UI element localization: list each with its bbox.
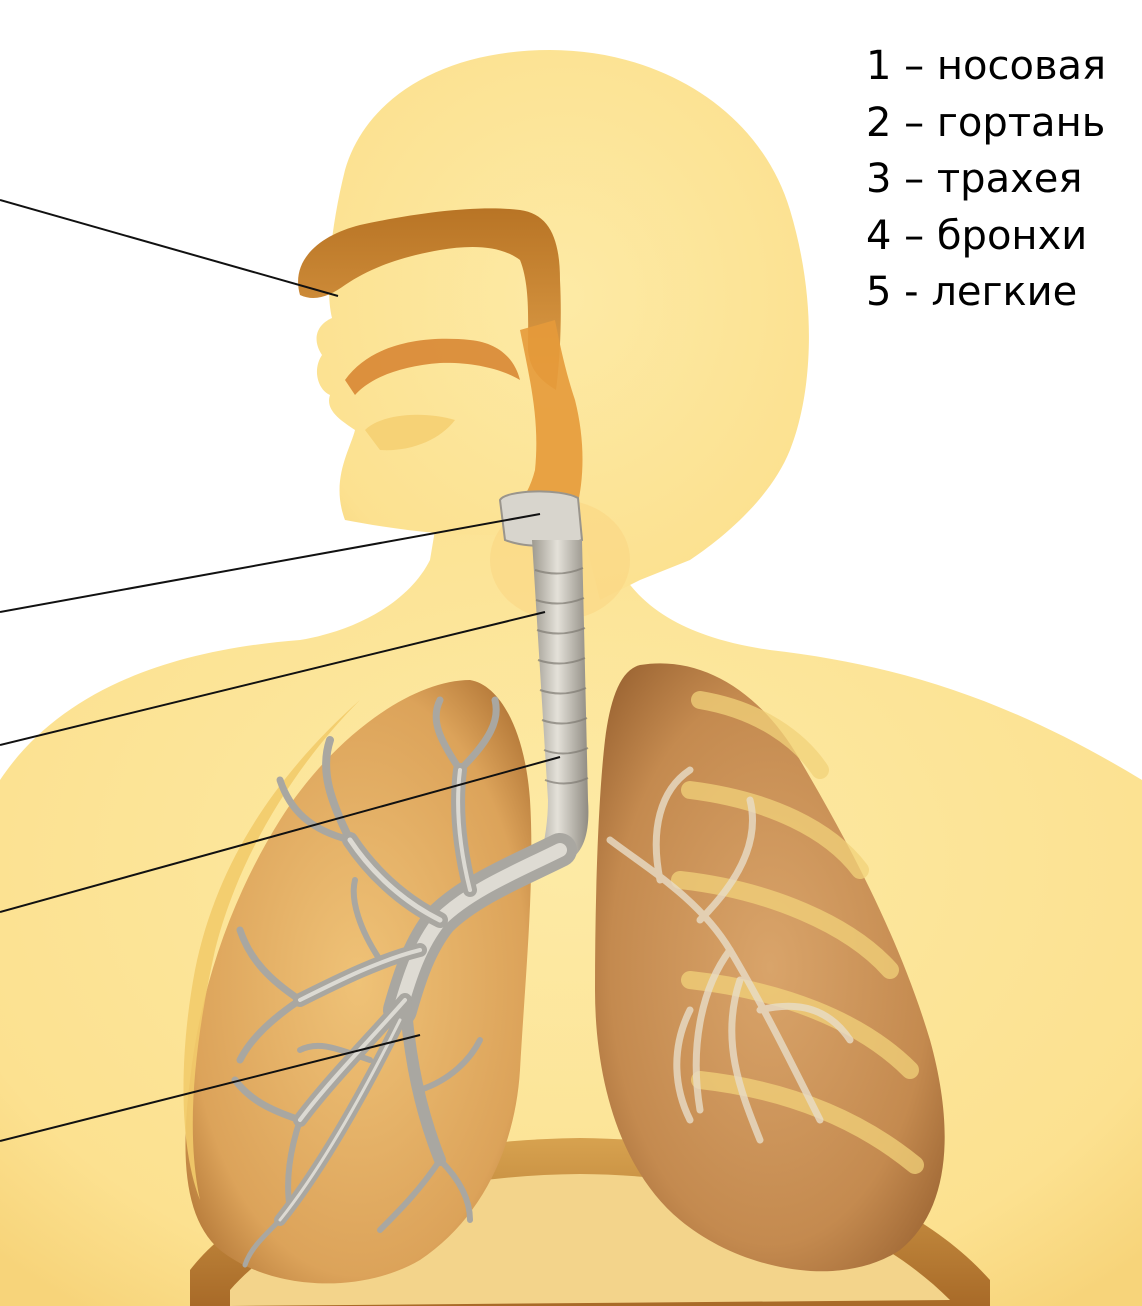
legend-item-lungs: 5 - легкие [866, 264, 1106, 321]
legend-item-bronchi: 4 – бронхи [866, 208, 1106, 265]
legend-item-trachea: 3 – трахея [866, 151, 1106, 208]
legend-item-nasal: 1 – носовая [866, 38, 1106, 95]
legend-item-larynx: 2 – гортань [866, 95, 1106, 152]
legend: 1 – носовая 2 – гортань 3 – трахея 4 – б… [866, 38, 1106, 321]
